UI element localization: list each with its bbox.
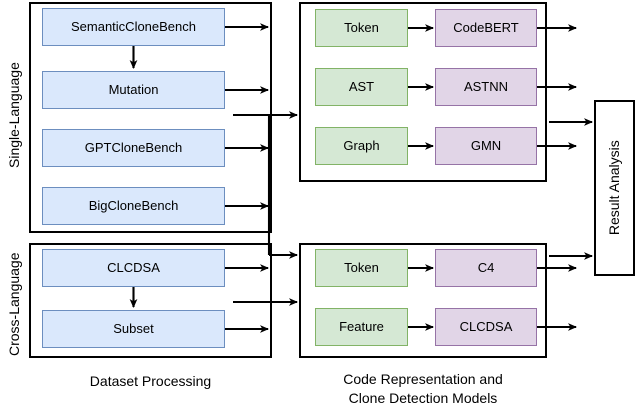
representation-node-token-single[interactable]: Token xyxy=(315,9,408,47)
representation-node-graph[interactable]: Graph xyxy=(315,127,408,165)
model-node-clcdsa[interactable]: CLCDSA xyxy=(435,308,537,346)
representation-node-label: Graph xyxy=(343,137,380,153)
representation-node-ast[interactable]: AST xyxy=(315,68,408,106)
dataset-node-semanticclonebench[interactable]: SemanticCloneBench xyxy=(42,8,225,46)
model-node-c4[interactable]: C4 xyxy=(435,249,537,287)
model-node-gmn[interactable]: GMN xyxy=(435,127,537,165)
side-label-single-language: Single-Language xyxy=(6,62,22,168)
result-analysis-label: Result Analysis xyxy=(605,140,622,236)
caption-models-line1: Code Representation and xyxy=(343,371,503,387)
dataset-node-label: CLCDSA xyxy=(107,259,160,275)
model-node-label: CLCDSA xyxy=(459,318,513,334)
side-label-cross-language: Cross-Language xyxy=(6,252,22,356)
model-node-astnn[interactable]: ASTNN xyxy=(435,68,537,106)
dataset-node-label: GPTCloneBench xyxy=(84,139,183,155)
representation-node-label: AST xyxy=(348,78,375,94)
model-node-label: C4 xyxy=(477,259,495,275)
representation-node-token-cross[interactable]: Token xyxy=(315,249,408,287)
dataset-node-label: BigCloneBench xyxy=(88,197,179,213)
model-node-label: GMN xyxy=(470,137,502,153)
dataset-node-mutation[interactable]: Mutation xyxy=(42,71,225,109)
representation-node-label: Token xyxy=(344,19,379,35)
dataset-node-label: Subset xyxy=(113,320,154,336)
representation-node-label: Token xyxy=(344,259,379,275)
representation-node-label: Feature xyxy=(339,318,384,334)
dataset-node-bigclonebench[interactable]: BigCloneBench xyxy=(42,187,225,225)
result-analysis-box[interactable]: Result Analysis xyxy=(594,100,635,276)
dataset-node-label: Mutation xyxy=(108,81,159,97)
dataset-node-subset[interactable]: Subset xyxy=(42,310,225,348)
model-node-label: CodeBERT xyxy=(453,19,519,35)
caption-models-line2: Clone Detection Models xyxy=(348,390,498,406)
model-node-codebert[interactable]: CodeBERT xyxy=(435,9,537,47)
representation-node-feature[interactable]: Feature xyxy=(315,308,408,346)
model-node-label: ASTNN xyxy=(463,78,509,94)
caption-dataset-processing: Dataset Processing xyxy=(89,373,212,389)
dataset-node-clcdsa[interactable]: CLCDSA xyxy=(42,249,225,287)
dataset-node-gptclonebench[interactable]: GPTCloneBench xyxy=(42,129,225,167)
dataset-node-label: SemanticCloneBench xyxy=(70,18,197,34)
